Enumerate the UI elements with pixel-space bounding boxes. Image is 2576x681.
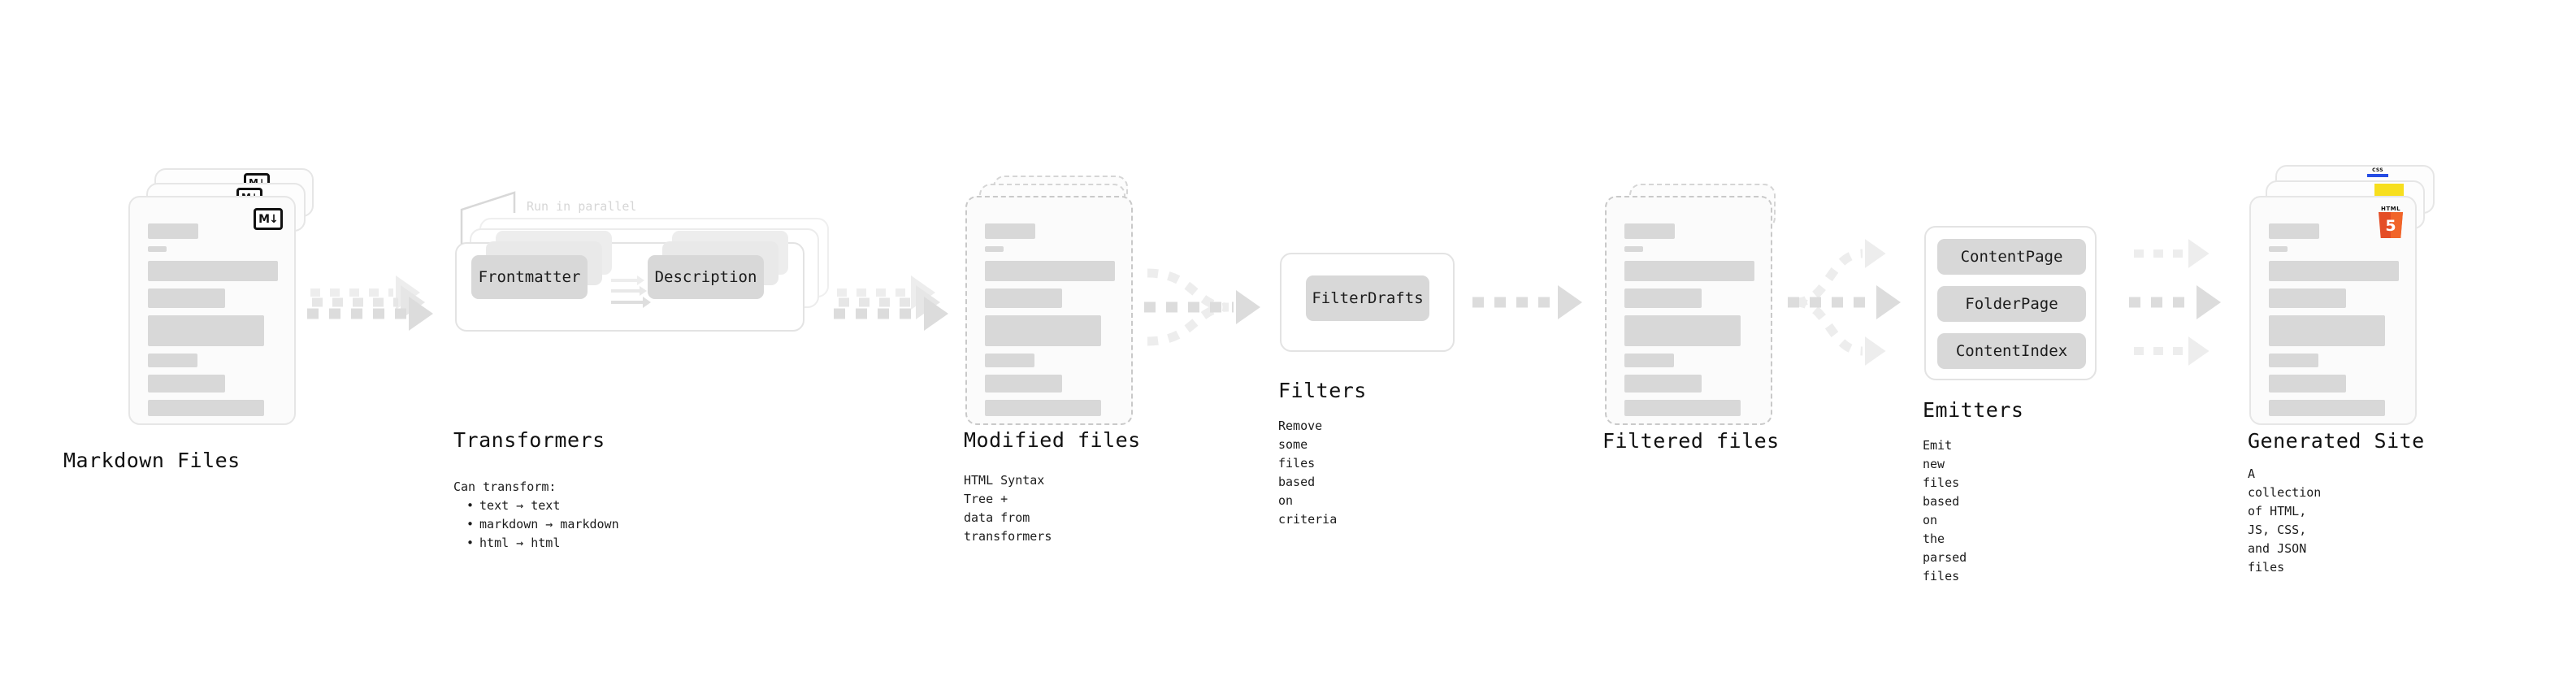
skeleton-bar [2269, 223, 2319, 239]
skeleton-bar [1624, 246, 1643, 252]
filtered-files-title: Filtered files [1602, 429, 1780, 453]
transformer-chip-description[interactable]: Description [648, 255, 764, 299]
css-badge-label: CSS [2372, 167, 2383, 173]
transformers-title: Transformers [453, 428, 605, 452]
transformer-chip-frontmatter[interactable]: Frontmatter [471, 255, 588, 299]
emitter-chip-label: FolderPage [1965, 295, 2058, 313]
html5-shield-icon: 5 [2379, 212, 2403, 238]
modified-file-card [965, 196, 1133, 425]
filter-chip-filterdrafts[interactable]: FilterDrafts [1306, 275, 1429, 321]
generated-file-card: HTML 5 [2249, 196, 2417, 425]
run-in-parallel-note: Run in parallel [527, 199, 637, 214]
modified-files-subtitle: HTML Syntax Tree + data from transformer… [964, 473, 1052, 544]
css-badge: CSS [2367, 167, 2388, 179]
skeleton-bar [985, 288, 1062, 308]
skeleton-bar [985, 354, 1034, 367]
list-item: markdown → markdown [466, 515, 619, 534]
arrow-filters-to-filtered [1472, 285, 1582, 319]
modified-files-title: Modified files [964, 428, 1141, 452]
skeleton-bar [148, 375, 225, 393]
generated-site-subtitle: A collection of HTML, JS, CSS, and JSON … [2248, 466, 2322, 575]
transformers-caption: Can transform: text → text markdown → ma… [453, 478, 619, 553]
skeleton-bar [148, 261, 278, 281]
emitters-box: ContentPage FolderPage ContentIndex [1924, 226, 2097, 380]
markdown-file-card: M↓ [128, 196, 296, 425]
skeleton-bar [148, 354, 197, 367]
markdown-badge-arrow: ↓ [258, 178, 266, 188]
skeleton-bar [2269, 315, 2385, 346]
skeleton-bar [985, 315, 1101, 346]
skeleton-bar [1624, 223, 1675, 239]
filters-box: FilterDrafts [1280, 253, 1455, 352]
skeleton-bar [148, 315, 264, 346]
emitter-chip-contentpage[interactable]: ContentPage [1937, 239, 2086, 275]
transformers-caption-lead: Can transform: [453, 479, 557, 494]
transformer-chip-label: Description [654, 268, 757, 286]
filtered-file-card [1605, 196, 1772, 425]
markdown-badge: M↓ [254, 208, 283, 230]
skeleton-bar [148, 246, 167, 252]
emitters-subtitle: Emit new files based on the parsed files [1923, 438, 1967, 583]
html5-badge: HTML 5 [2377, 206, 2405, 238]
skeleton-bar [985, 246, 1004, 252]
skeleton-bar [985, 261, 1115, 281]
filter-chip-label: FilterDrafts [1312, 289, 1424, 307]
transformers-box: Frontmatter Description [455, 231, 804, 332]
file-skeleton-bars [985, 223, 1117, 423]
skeleton-bar [148, 400, 264, 416]
skeleton-bar [148, 288, 225, 308]
file-skeleton-bars [1624, 223, 1756, 423]
list-item: html → html [466, 534, 619, 553]
generated-site-title: Generated Site [2248, 429, 2425, 453]
markdown-badge-letter: M [249, 178, 258, 188]
css-badge-bar [2367, 174, 2388, 177]
skeleton-bar [985, 375, 1062, 393]
emitter-chip-folderpage[interactable]: FolderPage [1937, 286, 2086, 322]
list-item: text → text [466, 497, 619, 515]
arrow-transformers-to-modified [834, 275, 948, 331]
skeleton-bar [985, 400, 1101, 416]
markdown-badge-arrow: ↓ [269, 212, 279, 226]
transformer-chip-label: Frontmatter [478, 268, 581, 286]
markdown-files-title: Markdown Files [63, 449, 241, 472]
skeleton-bar [1624, 261, 1754, 281]
skeleton-bar [1624, 375, 1702, 393]
skeleton-bar [2269, 261, 2399, 281]
emitter-chip-label: ContentPage [1960, 248, 2063, 266]
skeleton-bar [2269, 246, 2288, 252]
skeleton-bar [2269, 354, 2318, 367]
arrow-emitters-to-site [2129, 239, 2221, 366]
filters-title: Filters [1278, 379, 1367, 402]
arrow-modified-to-filters [1144, 268, 1260, 346]
html5-badge-word: HTML [2380, 206, 2401, 212]
arrow-filtered-to-emitters [1788, 239, 1901, 366]
emitters-title: Emitters [1923, 398, 2024, 422]
skeleton-bar [1624, 315, 1741, 346]
skeleton-bar [1624, 400, 1741, 416]
skeleton-bar [1624, 354, 1674, 367]
transformers-bullet-list: text → text markdown → markdown html → h… [453, 497, 619, 553]
skeleton-bar [2269, 375, 2346, 393]
skeleton-bar [1624, 288, 1702, 308]
markdown-badge-letter: M [258, 212, 270, 226]
skeleton-bar [2269, 400, 2385, 416]
filters-subtitle: Remove some files based on criteria [1278, 419, 1338, 527]
skeleton-bar [2269, 288, 2346, 308]
html5-badge-digit: 5 [2385, 217, 2396, 235]
arrow-markdown-to-transformers [307, 275, 433, 331]
file-skeleton-bars [2269, 223, 2400, 423]
skeleton-bar [985, 223, 1035, 239]
skeleton-bar [148, 223, 198, 239]
emitter-chip-label: ContentIndex [1955, 342, 2068, 360]
emitter-chip-contentindex[interactable]: ContentIndex [1937, 333, 2086, 369]
file-skeleton-bars [148, 223, 280, 423]
